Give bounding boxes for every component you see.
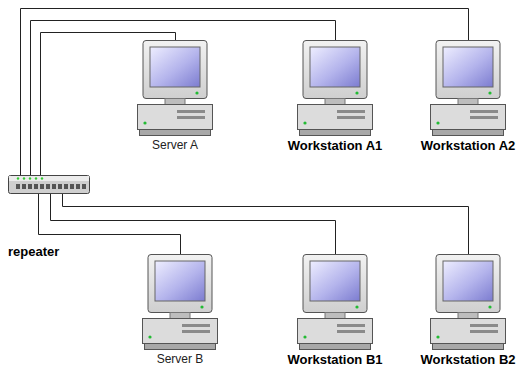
computer-label: Server A	[152, 139, 198, 153]
device-label: repeater	[8, 245, 59, 260]
repeater-icon	[8, 172, 90, 196]
network-cable	[21, 9, 469, 176]
computer-icon	[297, 254, 373, 350]
computer-label: Server B	[157, 353, 204, 367]
computer-node: Workstation B2	[420, 254, 515, 368]
computer-icon	[297, 40, 373, 136]
computer-node: Server B	[142, 254, 218, 367]
network-cable	[63, 194, 469, 254]
computer-label: Workstation B2	[420, 353, 515, 368]
computer-node: Workstation A2	[421, 40, 516, 154]
computer-label: Workstation A2	[421, 139, 516, 154]
network-cable	[51, 194, 336, 254]
computer-icon	[430, 40, 506, 136]
computer-node: Workstation B1	[287, 254, 382, 368]
computer-node: Workstation A1	[288, 40, 383, 154]
repeater-node: repeater	[8, 172, 90, 260]
computer-node: Server A	[137, 40, 213, 153]
computer-icon	[142, 254, 218, 350]
computer-icon	[137, 40, 213, 136]
computer-icon	[430, 254, 506, 350]
computer-label: Workstation B1	[287, 353, 382, 368]
network-cable	[39, 194, 181, 254]
computer-label: Workstation A1	[288, 139, 383, 154]
